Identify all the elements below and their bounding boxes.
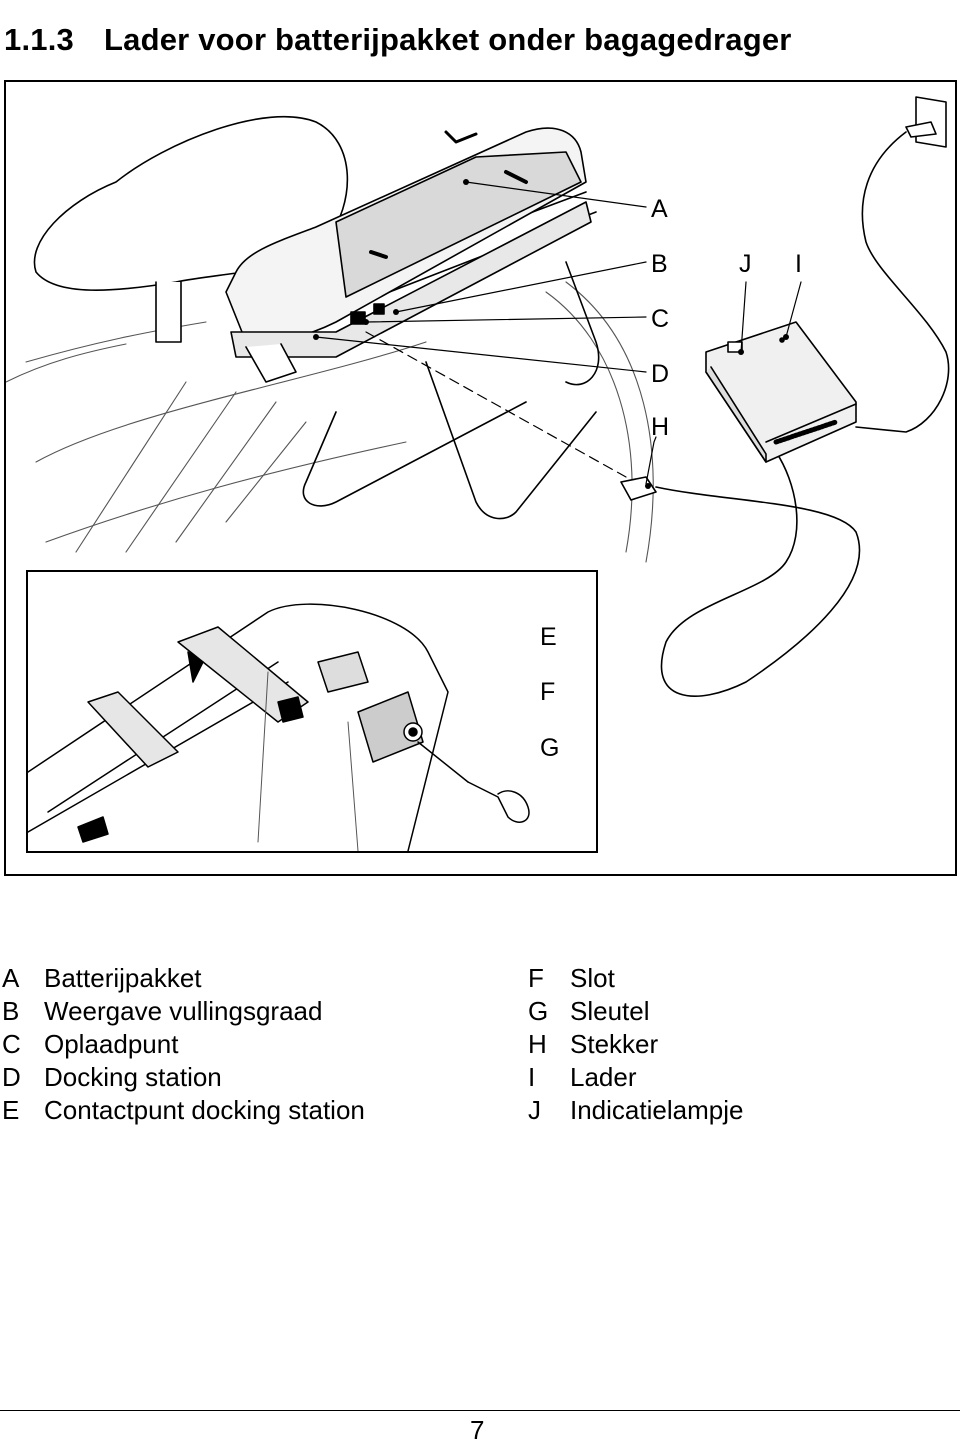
callout-b: B <box>651 250 668 278</box>
page-number: 7 <box>470 1415 485 1445</box>
bike-charger-illustration <box>6 96 950 783</box>
illustration-frame: A B J I C D H E F G <box>4 80 957 876</box>
bicycle-frame-sketch <box>6 281 654 563</box>
callout-g: G <box>540 734 560 762</box>
callout-a: A <box>651 195 668 223</box>
section-heading: 1.1.3 Lader voor batterijpakket onder bag… <box>4 22 792 58</box>
callout-c: C <box>651 305 670 333</box>
callout-e: E <box>540 623 557 651</box>
dashed-guide-line <box>365 331 627 478</box>
section-number: 1.1.3 <box>4 22 74 57</box>
lock-detail-sketch <box>28 603 530 851</box>
battery-pack-sketch <box>225 127 592 383</box>
callout-i: I <box>795 250 802 278</box>
footer-rule <box>0 1410 960 1411</box>
callout-d: D <box>651 360 670 388</box>
lock-detail-inset <box>26 570 598 853</box>
wall-socket-sketch <box>855 96 950 433</box>
callout-f: F <box>540 678 556 706</box>
plug-sketch <box>620 451 861 697</box>
charger-sketch <box>705 321 857 463</box>
callout-h: H <box>651 413 670 441</box>
section-title: Lader voor batterijpakket onder bagagedr… <box>104 22 792 57</box>
callout-leader-lines <box>315 181 802 485</box>
callout-j: J <box>739 250 752 278</box>
